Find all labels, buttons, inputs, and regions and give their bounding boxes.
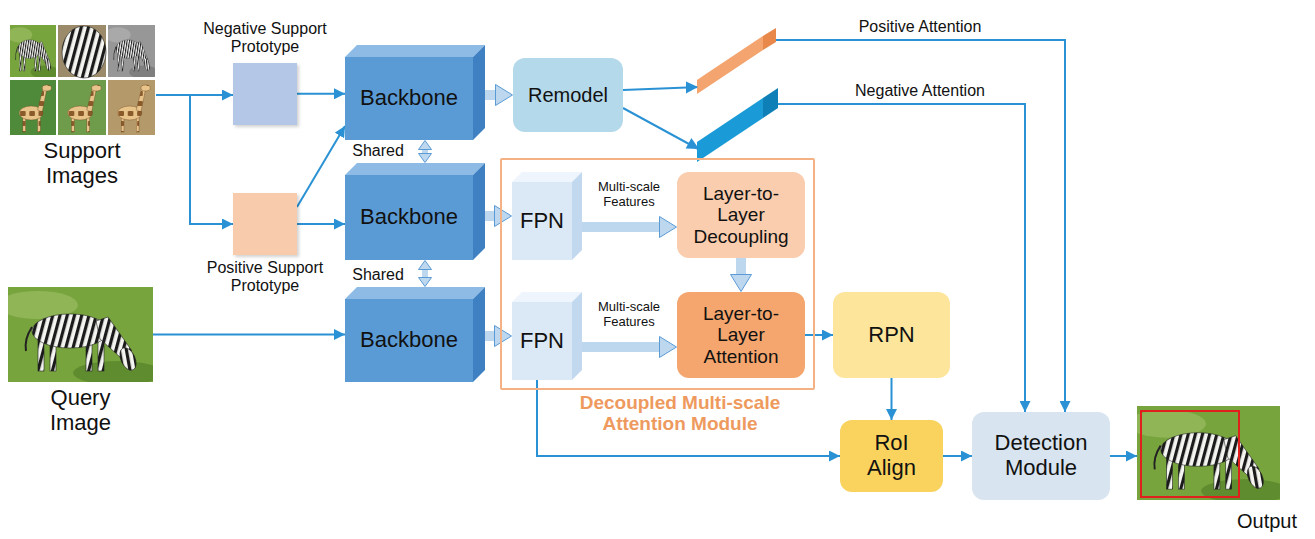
connector bbox=[582, 222, 659, 232]
prototype-square bbox=[233, 63, 297, 125]
edge-label: Multi-scale Features bbox=[587, 180, 671, 209]
cube-top bbox=[512, 172, 582, 182]
node-text: Negative Support Prototype bbox=[190, 20, 340, 56]
fpn-block: FPN bbox=[512, 292, 582, 380]
output-photo bbox=[1127, 406, 1290, 503]
node-text: Decoupled Multi-scale Attention Module bbox=[560, 392, 800, 435]
edge-label: Multi-scale Features bbox=[587, 300, 671, 329]
output-image: Output bbox=[1137, 406, 1280, 500]
connector bbox=[891, 378, 893, 420]
connector bbox=[582, 342, 659, 352]
cube-front bbox=[345, 175, 473, 260]
node-text: Remodel bbox=[528, 84, 608, 106]
cube-front bbox=[345, 299, 473, 382]
edge-label: Shared bbox=[348, 142, 408, 160]
node-text: Output bbox=[1237, 510, 1297, 532]
backbone-block: Backbone bbox=[345, 163, 485, 260]
connector bbox=[623, 40, 1065, 412]
backbone-block: Backbone bbox=[345, 287, 485, 382]
cube-top bbox=[345, 287, 485, 299]
backbone-block: Backbone bbox=[345, 45, 485, 140]
connector bbox=[736, 258, 746, 274]
query-photo bbox=[0, 287, 163, 385]
node-text: Layer-to-Layer Decoupling bbox=[683, 183, 799, 247]
cube-front bbox=[345, 57, 473, 140]
node-text: Backbone bbox=[360, 328, 458, 353]
support-images: Support Images bbox=[8, 25, 156, 188]
node-text: Support Images bbox=[22, 139, 142, 188]
connector bbox=[623, 104, 1025, 412]
connector bbox=[153, 334, 345, 336]
cube-face: Backbone bbox=[345, 175, 473, 260]
node-text: Backbone bbox=[360, 205, 458, 230]
fpn-block: FPN bbox=[512, 172, 582, 260]
connector bbox=[297, 126, 345, 207]
rpn-box: RPN bbox=[833, 292, 950, 378]
roi-align-box: RoI Align bbox=[840, 420, 943, 492]
cube-top bbox=[345, 163, 485, 175]
edge-label: Positive Attention bbox=[845, 18, 995, 36]
image-frame bbox=[1137, 406, 1280, 500]
positive-prototype: Positive Support Prototype bbox=[190, 193, 340, 295]
image-frame bbox=[8, 287, 153, 382]
cube-top bbox=[512, 292, 582, 302]
cube-top bbox=[345, 45, 485, 57]
connector bbox=[422, 150, 428, 153]
node-text: RPN bbox=[868, 323, 914, 348]
negative-attention-bar bbox=[686, 88, 778, 162]
connector bbox=[485, 90, 495, 100]
connector bbox=[943, 455, 972, 457]
connector bbox=[485, 331, 494, 341]
prototype-square bbox=[233, 193, 297, 255]
edge-label: Shared bbox=[348, 266, 408, 284]
cube-face: FPN bbox=[512, 302, 572, 380]
image-frame bbox=[8, 25, 156, 135]
node-text: FPN bbox=[520, 209, 564, 234]
cube-face: FPN bbox=[512, 182, 572, 260]
cube-side bbox=[473, 163, 485, 260]
cube-face: Backbone bbox=[345, 299, 473, 382]
cube-side bbox=[572, 292, 582, 380]
connector bbox=[297, 93, 345, 95]
connector bbox=[156, 95, 233, 224]
negative-prototype: Negative Support Prototype bbox=[190, 20, 340, 125]
detection-box: Detection Module bbox=[972, 412, 1110, 500]
node-text: Layer-to-Layer Attention bbox=[683, 303, 799, 367]
connector bbox=[422, 270, 428, 277]
cube-side bbox=[572, 172, 582, 260]
decoupling-box: Layer-to-Layer Decoupling bbox=[677, 172, 805, 258]
node-text: Detection Module bbox=[978, 431, 1104, 480]
node-text: Backbone bbox=[360, 86, 458, 111]
node-text: Positive Support Prototype bbox=[190, 259, 340, 295]
support-photos bbox=[7, 25, 158, 135]
connector bbox=[485, 211, 494, 221]
node-text: Query Image bbox=[31, 386, 131, 435]
connector bbox=[537, 380, 840, 456]
cube-face: Backbone bbox=[345, 57, 473, 140]
remodel-box: Remodel bbox=[513, 58, 623, 132]
cube-front bbox=[512, 302, 572, 380]
node-text: RoI Align bbox=[850, 431, 933, 480]
connector bbox=[805, 334, 833, 336]
connector bbox=[1110, 455, 1137, 457]
edge-label: Negative Attention bbox=[845, 82, 995, 100]
positive-attention-bar bbox=[686, 28, 776, 94]
query-image: Query Image bbox=[8, 287, 153, 435]
cube-side bbox=[473, 45, 485, 140]
attention-box: Layer-to-Layer Attention bbox=[677, 292, 805, 378]
node-text: FPN bbox=[520, 329, 564, 354]
cube-front bbox=[512, 182, 572, 260]
cube-side bbox=[473, 287, 485, 382]
connector bbox=[297, 223, 345, 225]
